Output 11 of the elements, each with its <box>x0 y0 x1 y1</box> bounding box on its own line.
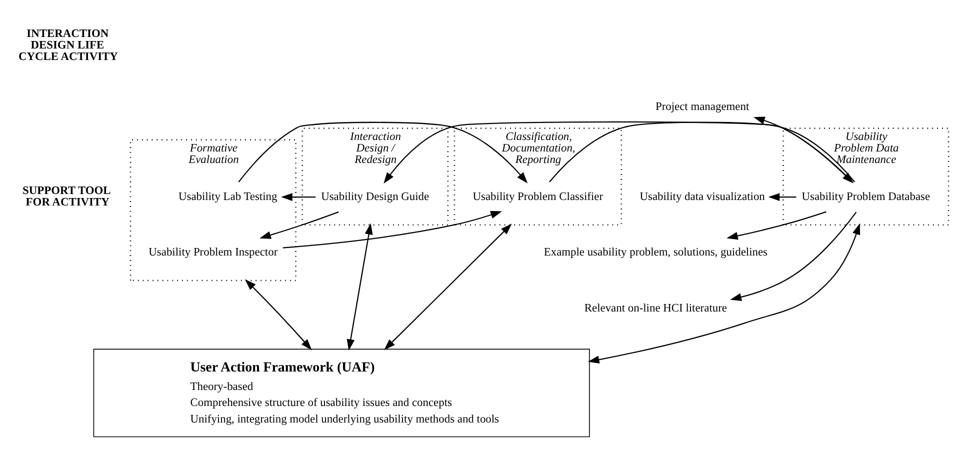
node-text: Usability Problem Database <box>802 190 930 203</box>
node-text: Example usability problem, solutions, guidelines <box>544 246 768 258</box>
node-text: Usability data visualization <box>640 190 765 203</box>
node-text: Usability Lab Testing <box>178 190 278 203</box>
node-text: Usability Problem Inspector <box>148 246 278 258</box>
node-text: Relevant on-line HCI literature <box>584 302 727 314</box>
label: SUPPORT TOOL FOR ACTIVITY <box>22 184 111 208</box>
node-text: Usability Design Guide <box>321 190 430 203</box>
node-text: Usability Problem Classifier <box>472 190 604 203</box>
node-text: Project management <box>655 100 750 113</box>
label: INTERACTION DESIGN LIFE CYCLE ACTIVITY <box>18 27 118 62</box>
